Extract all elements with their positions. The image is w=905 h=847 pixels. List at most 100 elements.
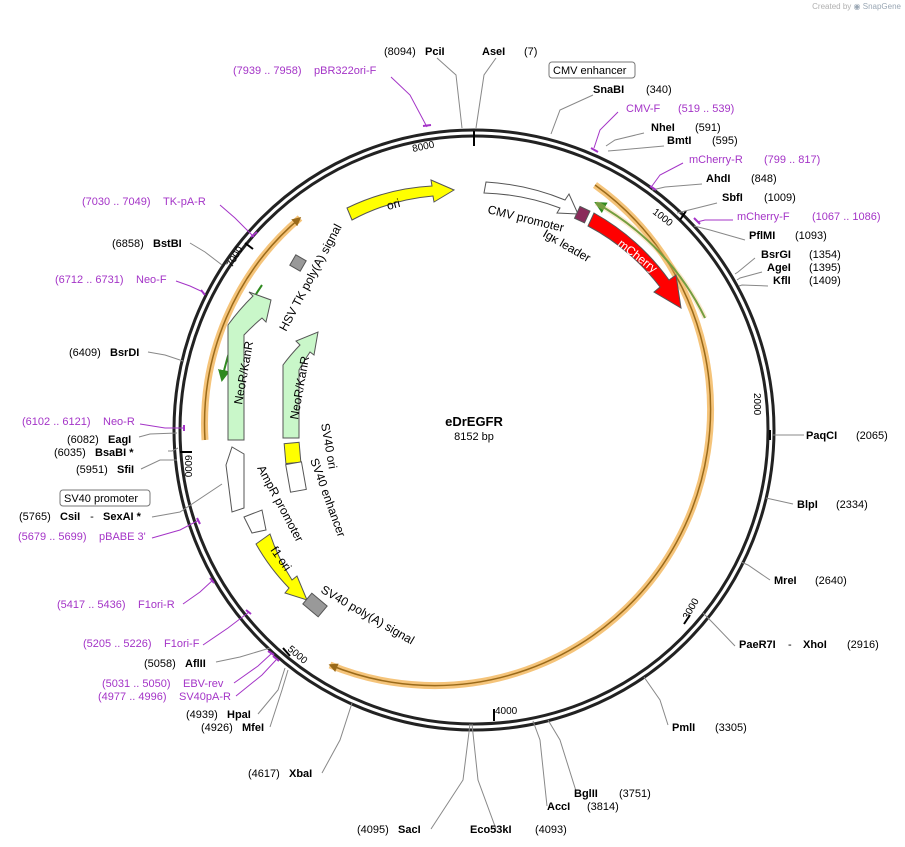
site-name-nhei: NheI [651,122,675,134]
primer-range-mcherry-f: (1067 .. 1086) [812,211,881,223]
cmv-enhancer-label: CMV enhancer [553,65,627,77]
site-name-sexai: SexAI * [103,511,142,523]
plasmid-name: eDrEGFR [445,414,503,429]
feature-ori-arrow [346,179,456,221]
site-name-eco53ki: Eco53kI [470,824,512,836]
primer-range-ebv-rev: (5031 .. 5050) [102,678,171,690]
feature-ampr-promoter-arrow [243,509,267,534]
site-pos-bglii: (3751) [619,788,651,800]
primer-name-pbabe3: pBABE 3' [99,531,146,543]
site-name-eagi: EagI [108,434,131,446]
site-pos-sbfi: (1009) [764,192,796,204]
site-name-bstbi: BstBI [153,238,182,250]
site-name-paqci: PaqCI [806,430,837,442]
site-name-hpai: HpaI [227,709,251,721]
primer-name-neo-f: Neo-F [136,274,167,286]
site-name-mfei: MfeI [242,722,264,734]
site-name-paer7i: PaeR7I [739,639,776,651]
primer-name-ebv-rev: EBV-rev [183,678,224,690]
sv40-promoter-box [59,489,151,507]
primer-marks [183,124,701,662]
tick-6000: 6000 [182,455,193,478]
feature-cmv-promoter-arrow [483,181,579,215]
tick-marks [180,210,771,721]
site-pos-csii: (5765) [19,511,51,523]
site-name-agei: AgeI [767,262,791,274]
orf-line-left [203,217,302,441]
site-pos-agei: (1395) [809,262,841,274]
feature-f1-ori-arrow [255,533,308,601]
primer-name-tk-pa-r: TK-pA-R [163,196,206,208]
site-name-bglii: BglII [574,788,598,800]
site-name-aflii: AflII [185,658,206,670]
feature-label-hsv-tk-polya: HSV TK poly(A) signal [276,222,344,334]
site-name-asei: AseI [482,46,505,58]
tick-4000: 4000 [495,706,518,717]
site-pos-bmti: (595) [712,135,738,147]
site-pos-blpi: (2334) [836,499,868,511]
feature-label-ori: ori [385,196,402,213]
primer-range-f1ori-r: (5417 .. 5436) [57,599,126,611]
site-name-bsrgi: BsrGI [761,249,791,261]
site-name-mrei: MreI [774,575,797,587]
site-name-bsrdi: BsrDI [110,347,139,359]
site-pos-pmli: (3305) [715,722,747,734]
site-pos-bstbi: (6858) [112,238,144,250]
primer-name-neo-r: Neo-R [103,416,135,428]
site-pos-saci: (4095) [357,824,389,836]
primer-leader-lines [139,76,733,697]
snapgene-logo-icon: ◉ [853,2,861,11]
feature-label-igk-leader: Igκ leader [541,226,594,264]
site-name-pflmi: PflMI [749,230,775,242]
primer-name-mcherry-f: mCherry-F [737,211,790,223]
tick-2000: 2000 [751,393,762,416]
backbone-outer [172,128,776,732]
site-pos-ahdi: (848) [751,173,777,185]
site-pos-hpai: (4939) [186,709,218,721]
site-name-csii: CsiI [60,511,80,523]
primer-name-sv40pa-r: SV40pA-R [179,691,231,703]
tick-8000: 8000 [411,139,435,154]
orf-mcherry-glow [594,200,708,320]
site-name-pcii: PciI [425,46,445,58]
primer-range-pbabe3: (5679 .. 5699) [18,531,87,543]
site-name-snabi: SnaBI [593,84,624,96]
site-sep-sexai: - [84,511,97,523]
site-pos-paqci: (2065) [856,430,888,442]
snapgene-credit: Created by ◉ SnapGene [812,2,901,11]
site-pos-acci: (3814) [587,801,619,813]
plasmid-size: 8152 bp [454,431,494,443]
site-name-bsabi: BsaBI * [95,447,134,459]
site-pos-bsrdi: (6409) [69,347,101,359]
credit-brand: SnapGene [862,2,901,11]
primer-range-tk-pa-r: (7030 .. 7049) [82,196,151,208]
site-name-saci: SacI [398,824,421,836]
site-pos-sfii: (5951) [76,464,108,476]
primer-range-pbr322ori-f: (7939 .. 7958) [233,65,302,77]
site-name-sfii: SfiI [117,464,134,476]
site-pos-bsrgi: (1354) [809,249,841,261]
primer-name-pbr322ori-f: pBR322ori-F [314,65,377,77]
site-pos-mfei: (4926) [201,722,233,734]
feature-neor-kanr-arrow-1 [227,291,272,441]
site-pos-nhei: (591) [695,122,721,134]
site-pos-xbai: (4617) [248,768,280,780]
site-pos-asei: (7) [524,46,537,58]
backbone-inner [178,134,770,726]
site-name-xhoi: XhoI [803,639,827,651]
site-name-blpi: BlpI [797,499,818,511]
primer-name-f1ori-r: F1ori-R [138,599,175,611]
primer-range-mcherry-r: (799 .. 817) [764,154,820,166]
primer-name-cmv-f: CMV-F [626,103,661,115]
primer-range-cmv-f: (519 .. 539) [678,103,734,115]
site-name-acci: AccI [547,801,570,813]
primer-range-neo-r: (6102 .. 6121) [22,416,91,428]
site-pos-eco53ki: (4093) [535,824,567,836]
site-sep-xhoi: - [785,639,795,651]
site-pos-xhoi: (2916) [847,639,879,651]
green-orf-mcherry [594,202,706,319]
site-pos-aflii: (5058) [144,658,176,670]
site-name-sbfi: SbfI [722,192,743,204]
credit-text: Created by [812,2,852,11]
site-name-bmti: BmtI [667,135,691,147]
